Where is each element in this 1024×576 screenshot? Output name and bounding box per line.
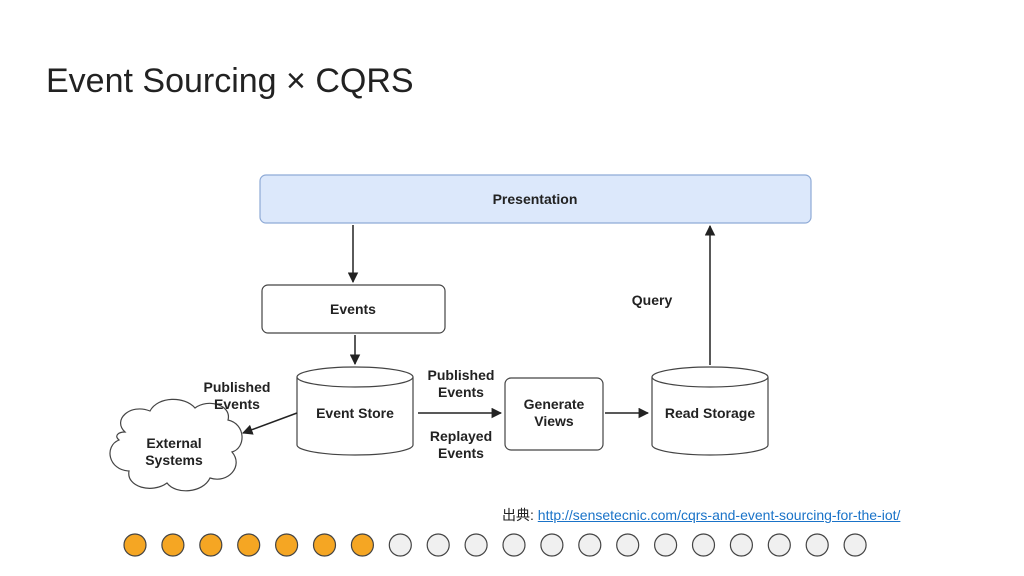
query-label: Query: [632, 292, 673, 308]
published-events-mid-label-2: Events: [438, 384, 484, 400]
source-label: 出典:: [502, 507, 534, 523]
arrow-event-store-to-external: [242, 412, 298, 435]
progress-dot: [729, 533, 754, 557]
progress-dot: [123, 533, 147, 557]
generate-views-label-1: Generate: [524, 396, 585, 412]
progress-dot: [843, 533, 867, 557]
external-systems-node: External Systems: [109, 398, 243, 492]
external-systems-label-1: External: [146, 435, 201, 451]
progress-dot: [350, 533, 374, 557]
event-store-node: Event Store: [296, 366, 414, 456]
progress-dot: [312, 533, 337, 557]
presentation-label: Presentation: [493, 191, 578, 207]
progress-dot: [805, 533, 829, 557]
generate-views-label-2: Views: [534, 413, 574, 429]
progress-dot: [199, 533, 223, 557]
progress-dot: [426, 533, 450, 557]
published-events-left-label-2: Events: [214, 396, 260, 412]
read-storage-label: Read Storage: [665, 405, 755, 421]
source-citation: 出典: http://sensetecnic.com/cqrs-and-even…: [502, 505, 900, 525]
source-link[interactable]: http://sensetecnic.com/cqrs-and-event-so…: [537, 507, 901, 523]
progress-dot: [502, 533, 526, 557]
published-events-mid-label-1: Published: [428, 367, 495, 383]
progress-dot: [464, 533, 488, 557]
external-systems-label-2: Systems: [145, 452, 203, 468]
progress-dot: [388, 533, 412, 557]
slide-title: Event Sourcing × CQRS: [46, 62, 414, 100]
progress-dot: [540, 533, 564, 557]
progress-dot: [616, 533, 640, 557]
events-node: Events: [261, 284, 446, 334]
progress-dot: [161, 533, 185, 557]
progress-dot: [653, 533, 678, 557]
events-label: Events: [330, 301, 376, 317]
read-storage-node: Read Storage: [651, 366, 769, 456]
progress-dot: [275, 533, 299, 557]
generate-views-node: Generate Views: [504, 377, 604, 451]
progress-dot: [767, 533, 791, 557]
progress-dot: [578, 533, 602, 557]
presentation-node: Presentation: [259, 174, 812, 224]
progress-dot: [691, 533, 716, 557]
replayed-events-label-1: Replayed: [430, 428, 492, 444]
replayed-events-label-2: Events: [438, 445, 484, 461]
published-events-left-label-1: Published: [204, 379, 271, 395]
event-store-label: Event Store: [316, 405, 394, 421]
progress-dot: [237, 533, 261, 557]
